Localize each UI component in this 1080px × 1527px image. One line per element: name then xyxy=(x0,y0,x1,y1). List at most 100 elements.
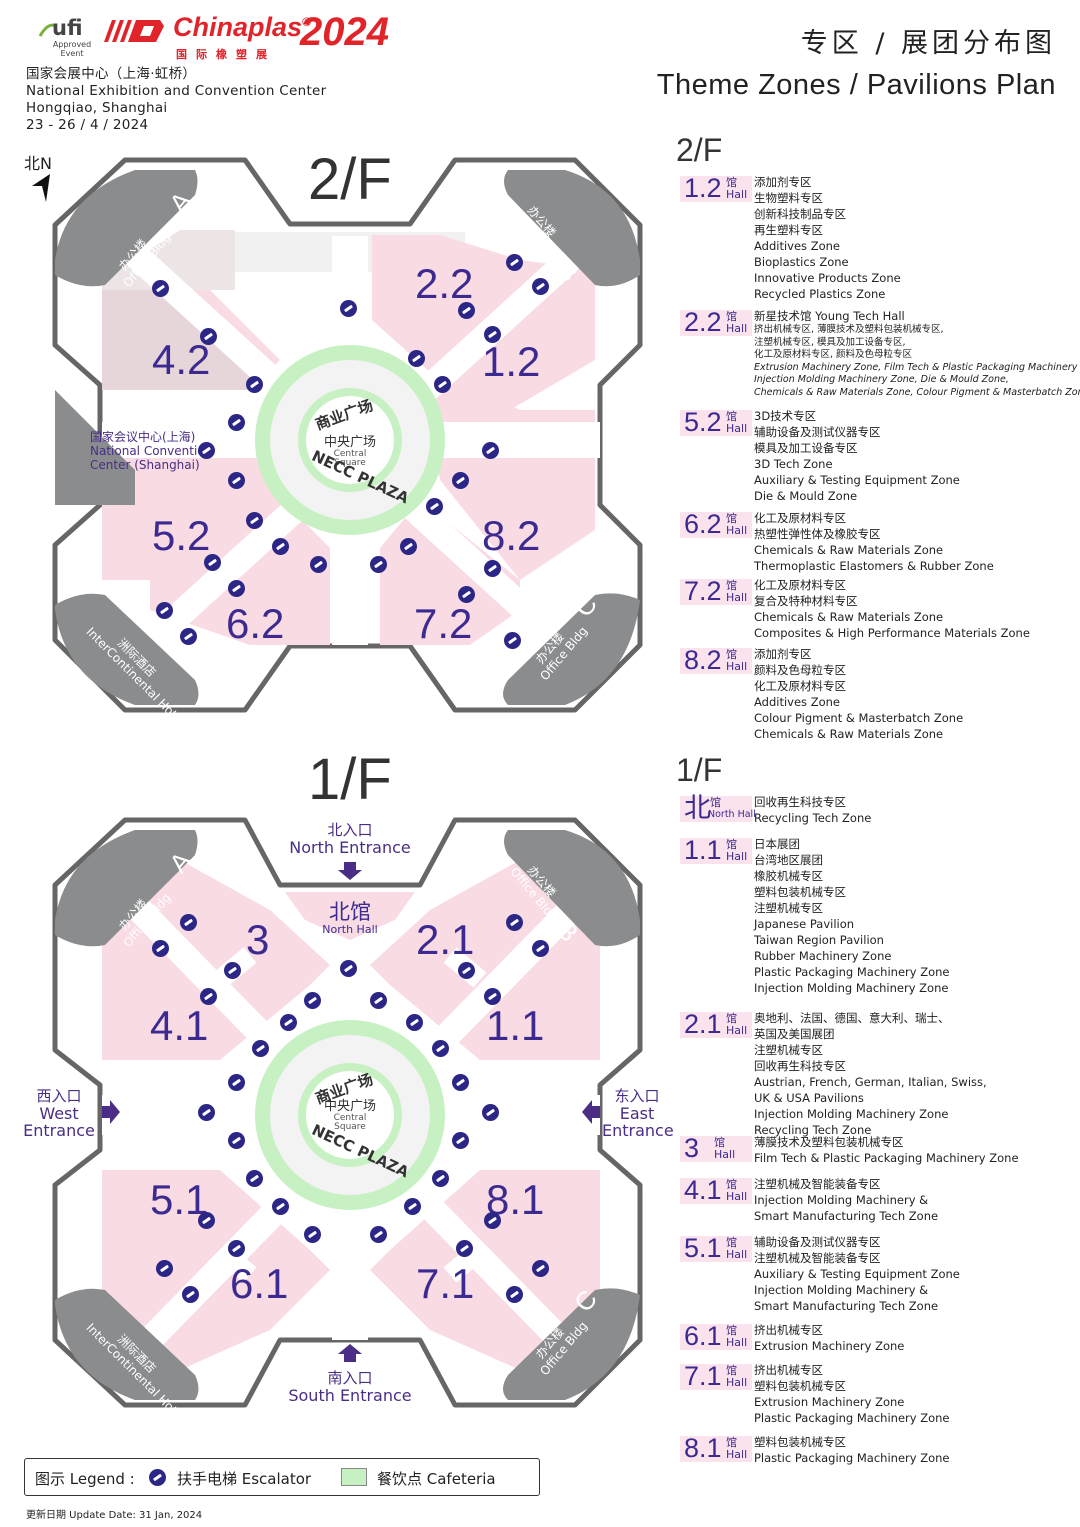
escalator-icon xyxy=(506,914,523,931)
escalator-icon xyxy=(310,556,327,573)
ufi-sub: Approved Event xyxy=(40,40,104,58)
central-square-en-1: Central xyxy=(333,449,367,459)
west-entrance-en-1: West xyxy=(39,1104,79,1123)
zone-line: Additives Zone xyxy=(754,695,840,709)
zone-line: 橡胶机械专区 xyxy=(754,869,823,883)
escalator-icon xyxy=(408,350,425,367)
hall-en: Hall xyxy=(726,322,748,335)
east-entrance-en-2: Entrance xyxy=(602,1121,674,1140)
zone-line: Recycling Tech Zone xyxy=(754,1123,872,1137)
zone-line: Taiwan Region Pavilion xyxy=(754,933,884,947)
hall-number: 3 xyxy=(684,1133,700,1163)
zone-line: 生物塑料专区 xyxy=(754,191,823,205)
escalator-icon xyxy=(434,376,451,393)
escalator-icon xyxy=(452,1074,469,1091)
north-hall-label: 北馆 North Hall xyxy=(310,900,390,936)
escalator-icon xyxy=(484,326,501,343)
hall-number: 北 xyxy=(684,793,711,823)
event-dates: 23 - 26 / 4 / 2024 xyxy=(26,117,149,133)
zone-line: Composites & High Performance Materials … xyxy=(754,626,1030,640)
escalator-icon xyxy=(246,376,263,393)
south-entrance-cn: 南入口 xyxy=(327,1369,373,1387)
zone-line: 注塑机械专区, 模具及加工设备专区, xyxy=(754,336,906,348)
escalator-icon xyxy=(532,278,549,295)
escalator-icon xyxy=(304,1226,321,1243)
hall-7-1: 7.1 xyxy=(416,1260,475,1307)
zone-line: Japanese Pavilion xyxy=(754,917,855,931)
escalator-icon xyxy=(228,1240,245,1257)
hall-cn: 馆 xyxy=(726,1324,737,1337)
hall-cn: 馆 xyxy=(726,176,737,189)
zone-line: 奥地利、法国、德国、意大利、瑞士、 xyxy=(754,1011,950,1025)
escalator-icon xyxy=(484,560,501,577)
zone-line: Die & Mould Zone xyxy=(754,489,858,503)
hall-3: 3 xyxy=(246,916,270,963)
legend-title: 图示 Legend : xyxy=(35,1470,135,1488)
cafeteria-swatch xyxy=(341,1468,367,1486)
hall-cn: 馆 xyxy=(726,1178,737,1191)
zone-line: 注塑机械专区 xyxy=(754,901,823,915)
zone-line: Extrusion Machinery Zone xyxy=(754,1395,905,1409)
hall-cn: 馆 xyxy=(726,410,737,423)
north-hall-cn: 北馆 xyxy=(329,900,371,924)
escalator-icon xyxy=(532,940,549,957)
zone-line: Colour Pigment & Masterbatch Zone xyxy=(754,711,964,725)
legend-escalator: 扶手电梯 Escalator xyxy=(177,1470,312,1488)
hall-1-1: 1.1 xyxy=(486,1002,545,1049)
escalator-icon xyxy=(156,602,173,619)
zone-line: 复合及特种材料专区 xyxy=(754,594,858,608)
zone-line: Additives Zone xyxy=(754,239,840,253)
zone-line: Recycled Plastics Zone xyxy=(754,287,886,301)
central-square-cn: 中央广场 xyxy=(323,435,376,450)
central-square-en-2: Square xyxy=(334,1122,366,1132)
entrance-arrow-icon xyxy=(338,1344,362,1362)
convention-cn: 国家会议中心(上海) xyxy=(90,430,196,444)
brand-name: Chinaplas® xyxy=(173,12,311,43)
zone-line: 3D Tech Zone xyxy=(754,457,833,471)
escalator-icon xyxy=(224,962,241,979)
west-entrance-cn: 西入口 xyxy=(36,1087,82,1105)
title-en: Theme Zones / Pavilions Plan xyxy=(656,69,1056,101)
hall-2-2: 2.2 xyxy=(415,260,474,307)
escalator-icon xyxy=(204,554,221,571)
ufi-logo: ufi xyxy=(52,16,83,40)
zone-floor-label-1f: 1/F xyxy=(676,752,723,788)
zone-line: 化工及原材料专区 xyxy=(754,578,846,592)
east-entrance-cn: 东入口 xyxy=(614,1087,660,1105)
escalator-icon xyxy=(452,1132,469,1149)
zone-line: 注塑机械及智能装备专区 xyxy=(754,1177,881,1191)
zone-line: 添加剂专区 xyxy=(754,175,812,189)
escalator-icon xyxy=(304,992,321,1009)
zone-line: Chemicals & Raw Materials Zone, Colour P… xyxy=(754,386,1080,398)
escalator-icon xyxy=(180,628,197,645)
north-entrance-en: North Entrance xyxy=(289,838,411,857)
escalator-icon xyxy=(404,1198,421,1215)
hall-number: 7.2 xyxy=(684,576,722,606)
escalator-icon xyxy=(272,1198,289,1215)
zone-line: 注塑机械及智能装备专区 xyxy=(754,1251,881,1265)
hall-number: 1.2 xyxy=(684,173,722,203)
escalator-icon xyxy=(432,1170,449,1187)
zone-line: 辅助设备及测试仪器专区 xyxy=(754,425,881,439)
escalator-icon xyxy=(228,580,245,597)
zone-line: 回收再生科技专区 xyxy=(754,795,846,809)
entrance-arrow-icon xyxy=(102,1100,120,1124)
north-arrow-icon xyxy=(32,174,50,202)
escalator-icon xyxy=(370,1226,387,1243)
hall-4-1: 4.1 xyxy=(150,1002,209,1049)
floor-plan-1f: 1/F 北入口 North Entrance 南入口 South Entranc… xyxy=(20,750,674,1450)
zone-line: Injection Molding Machinery & xyxy=(754,1283,929,1297)
escalator-icon xyxy=(506,1286,523,1303)
zone-line: 颜料及色母粒专区 xyxy=(754,663,846,677)
floor-plan-2f: 2/F 4.2 2.2 1.2 5.2 8.2 6.2 7.2 办公楼 Offi… xyxy=(20,140,670,740)
escalator-icon xyxy=(152,940,169,957)
hall-number: 8.2 xyxy=(684,645,722,675)
